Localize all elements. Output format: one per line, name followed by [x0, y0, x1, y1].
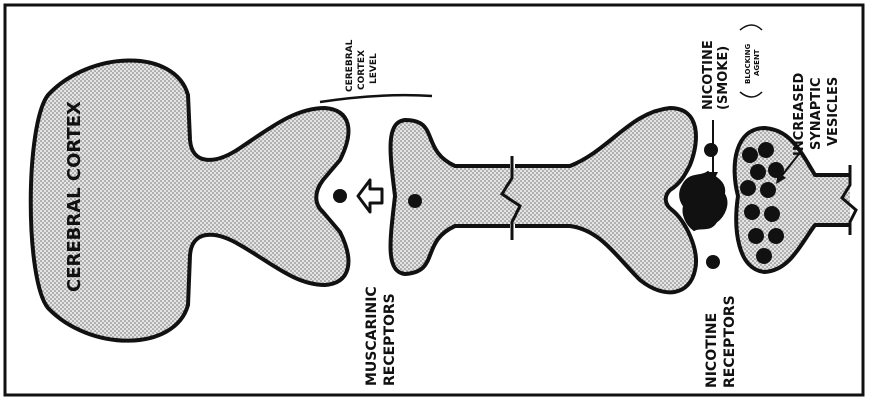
blocking-agent-label-line2: AGENT	[753, 49, 761, 76]
vesicle	[750, 164, 766, 180]
release-arrow-icon	[358, 180, 382, 212]
muscarinic-receptor-dot	[333, 189, 347, 203]
muscarinic-label-line2: RECEPTORS	[382, 293, 398, 386]
nicotine-blocking-blob	[680, 172, 726, 230]
blocking-agent-label-line1: BLOCKING	[744, 43, 752, 84]
middle-neuron-dot	[408, 194, 422, 208]
vesicle	[760, 182, 776, 198]
vesicle	[744, 204, 760, 220]
vesicle	[740, 180, 756, 196]
nicotine-receptors-label-line1: NICOTINE	[704, 313, 720, 388]
cortex-level-label-line3: LEVEL	[369, 53, 379, 84]
cortex-level-line	[320, 95, 432, 102]
cortex-level-label-line2: CORTEX	[357, 50, 367, 90]
vesicle	[758, 142, 774, 158]
muscarinic-label-line1: MUSCARINIC	[364, 286, 380, 386]
cerebral-cortex-label: CEREBRAL CORTEX	[64, 101, 85, 292]
blocking-paren-left	[740, 25, 762, 30]
nicotine-receptor-dot-top	[704, 143, 718, 157]
vesicle	[742, 147, 758, 163]
vesicle	[768, 228, 784, 244]
vesicles-label-line1: INCREASED	[792, 73, 807, 156]
vesicle	[748, 228, 764, 244]
nicotine-receptor-dot-bottom	[706, 255, 720, 269]
cortex-level-label-line1: CEREBRAL	[345, 39, 355, 92]
blocking-paren-right	[740, 92, 762, 97]
middle-neuron-right	[515, 108, 696, 292]
vesicles-label-line3: VESICLES	[826, 77, 841, 146]
nicotine-smoke-label-line1: NICOTINE	[701, 40, 716, 110]
nicotine-smoke-label-line2: (SMOKE)	[716, 46, 731, 110]
vesicle	[756, 248, 772, 264]
vesicles-label-line2: SYNAPTIC	[809, 78, 824, 151]
vesicle	[764, 206, 780, 222]
nicotine-receptors-label-line2: RECEPTORS	[722, 295, 738, 388]
middle-neuron-left	[391, 120, 510, 274]
